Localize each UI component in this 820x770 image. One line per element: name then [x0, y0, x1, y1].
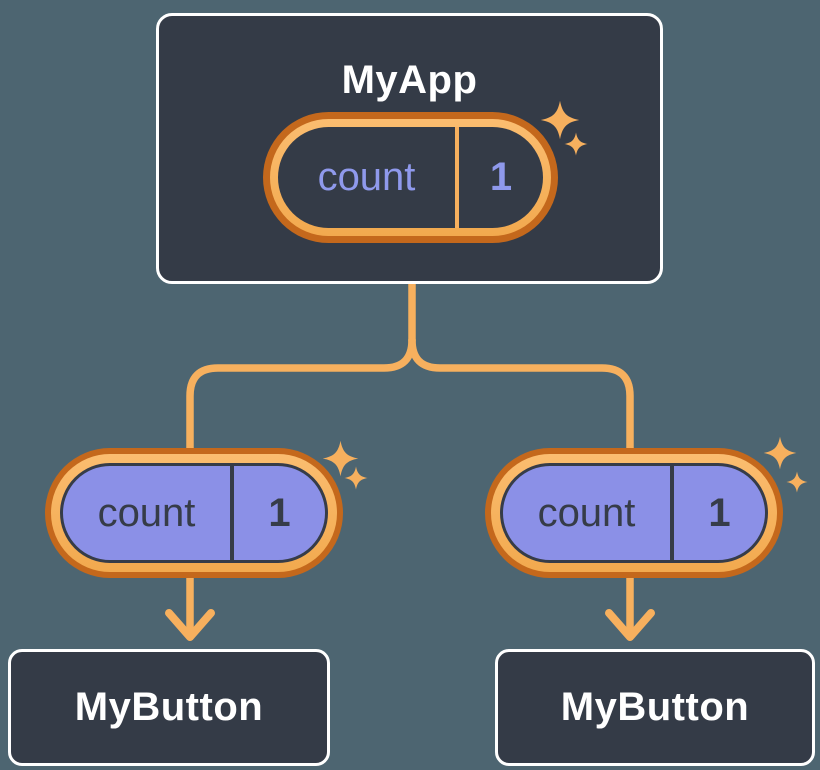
pill-value: 1: [489, 155, 513, 199]
branch-right-line: [408, 336, 634, 636]
pill-label: count: [97, 490, 196, 535]
component-title: MyButton: [74, 685, 264, 729]
arrow-down-icon: [605, 609, 655, 641]
pill-value: 1: [268, 490, 291, 535]
component-title: MyButton: [560, 685, 750, 729]
sparkle-icon: [322, 440, 359, 477]
component-title: MyApp: [341, 58, 478, 102]
state-pill-parent: count 1: [263, 112, 558, 243]
pill-label: count: [317, 155, 416, 199]
pill-divider: [230, 466, 234, 560]
sparkle-icon: [540, 100, 580, 140]
pill-ring: count 1: [491, 454, 777, 572]
pill-ring: count 1: [270, 119, 551, 236]
pill-body: count 1: [500, 463, 768, 563]
sparkle-icon: [786, 471, 808, 493]
arrow-down-icon: [165, 609, 215, 641]
sparkle-icon: [763, 436, 797, 470]
branch-left-line: [186, 336, 416, 636]
pill-body: count 1: [60, 463, 328, 563]
pill-value: 1: [708, 490, 731, 535]
pill-ring: count 1: [51, 454, 337, 572]
pill-divider: [670, 466, 674, 560]
pill-label: count: [537, 490, 636, 535]
sparkle-icon: [564, 132, 588, 156]
prop-pill-right: count 1: [485, 448, 783, 578]
pill-divider: [455, 127, 459, 228]
sparkle-icon: [344, 466, 368, 490]
component-node-mybutton-left: MyButton: [8, 649, 330, 766]
component-node-mybutton-right: MyButton: [495, 649, 815, 766]
prop-pill-left: count 1: [45, 448, 343, 578]
pill-body: count 1: [278, 127, 543, 228]
